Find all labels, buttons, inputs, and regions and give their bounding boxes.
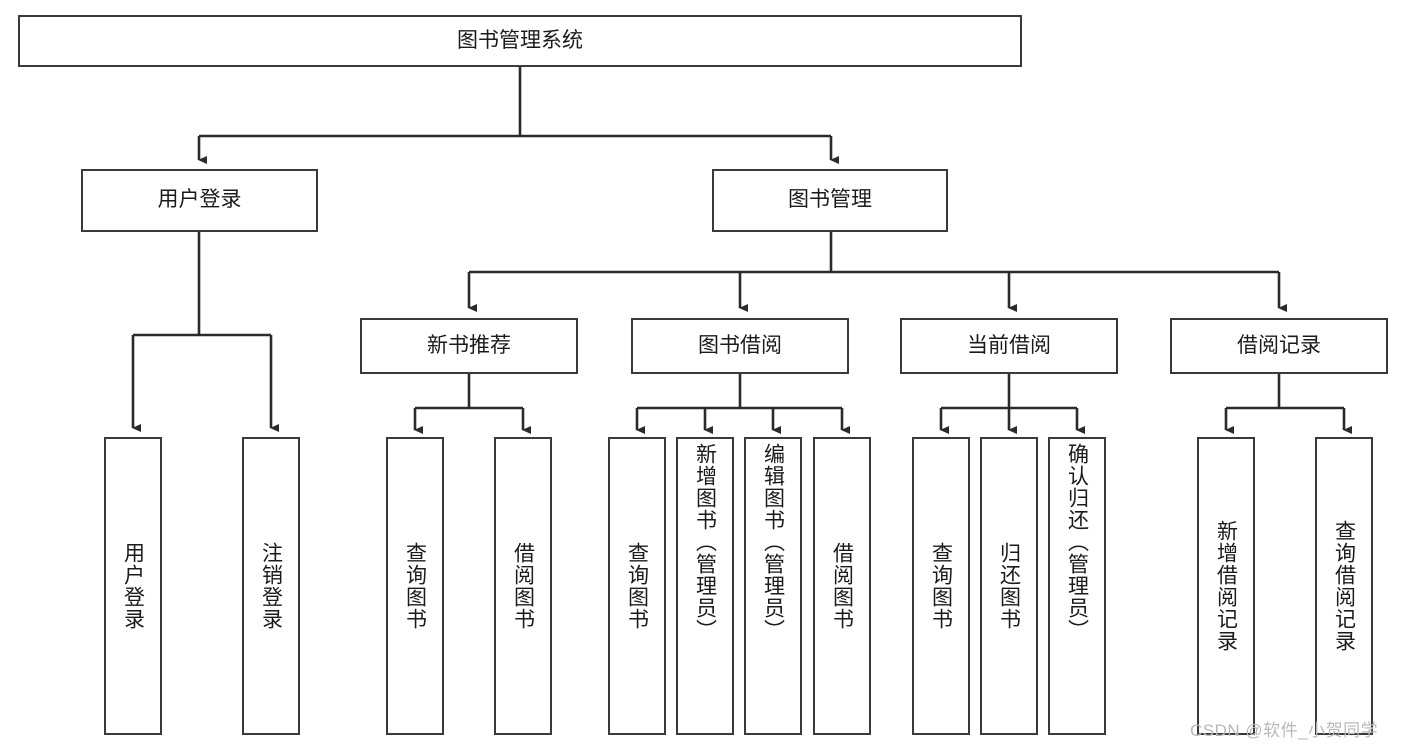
node-root-book-management-system[interactable]: 图书管理系统: [18, 15, 1022, 67]
leaf-current-borrow-query[interactable]: 查询图书: [912, 437, 970, 735]
node-label: 查询图书: [929, 542, 953, 630]
node-new-book-recommend[interactable]: 新书推荐: [360, 318, 578, 374]
node-label: 归还图书: [997, 542, 1021, 630]
leaf-book-borrow-add[interactable]: 新增图书（管理员）: [676, 437, 734, 735]
node-book-borrow[interactable]: 图书借阅: [631, 318, 849, 374]
node-label: 查询图书: [403, 542, 427, 630]
node-label: 图书管理系统: [457, 28, 583, 52]
node-label: 图书管理: [788, 188, 872, 212]
node-label: 图书借阅: [698, 333, 782, 357]
node-book-management[interactable]: 图书管理: [712, 169, 948, 232]
node-borrow-record[interactable]: 借阅记录: [1170, 318, 1388, 374]
leaf-borrow-record-add[interactable]: 新增借阅记录: [1197, 437, 1255, 735]
node-label: 确认归还（管理员）: [1065, 443, 1089, 641]
leaf-new-book-borrow[interactable]: 借阅图书: [494, 437, 552, 735]
leaf-book-borrow-borrow[interactable]: 借阅图书: [813, 437, 871, 735]
leaf-book-borrow-query[interactable]: 查询图书: [608, 437, 666, 735]
node-label: 新增图书（管理员）: [693, 443, 717, 641]
node-label: 当前借阅: [967, 333, 1051, 357]
leaf-book-borrow-edit[interactable]: 编辑图书（管理员）: [744, 437, 802, 735]
leaf-user-login-login[interactable]: 用户登录: [104, 437, 162, 735]
node-label: 新增借阅记录: [1214, 520, 1238, 652]
node-label: 借阅图书: [511, 542, 535, 630]
node-label: 新书推荐: [427, 333, 511, 357]
node-label: 查询借阅记录: [1332, 520, 1356, 652]
leaf-user-login-logout[interactable]: 注销登录: [242, 437, 300, 735]
node-label: 借阅记录: [1237, 333, 1321, 357]
node-label: 用户登录: [157, 188, 242, 212]
node-current-borrow[interactable]: 当前借阅: [900, 318, 1118, 374]
leaf-current-borrow-confirm-return[interactable]: 确认归还（管理员）: [1048, 437, 1106, 735]
node-label: 用户登录: [121, 542, 145, 630]
watermark-csdn: CSDN @软件_小贺同学: [1190, 721, 1379, 740]
leaf-current-borrow-return[interactable]: 归还图书: [980, 437, 1038, 735]
node-label: 编辑图书（管理员）: [761, 443, 785, 641]
leaf-new-book-query[interactable]: 查询图书: [386, 437, 444, 735]
node-user-login[interactable]: 用户登录: [81, 169, 318, 232]
node-label: 借阅图书: [830, 542, 854, 630]
node-label: 查询图书: [625, 542, 649, 630]
node-label: 注销登录: [259, 542, 283, 630]
leaf-borrow-record-query[interactable]: 查询借阅记录: [1315, 437, 1373, 735]
